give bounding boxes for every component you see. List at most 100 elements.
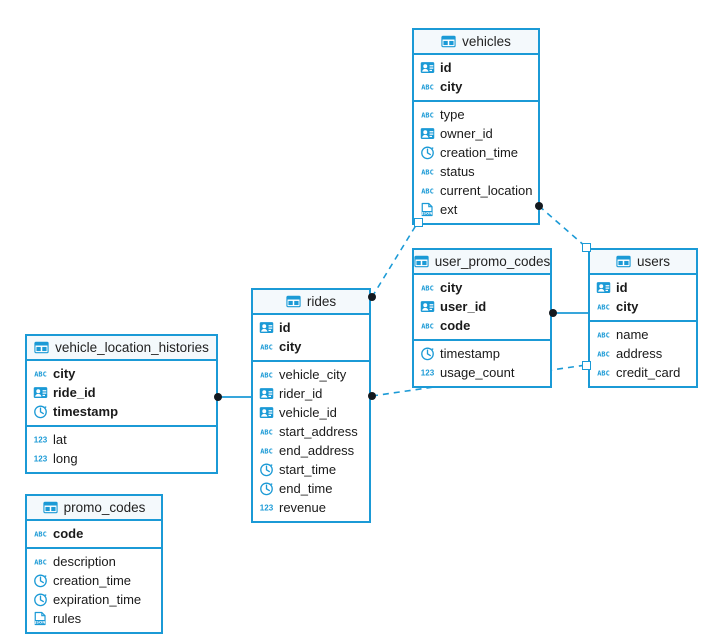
field-name: ride_id [53, 385, 96, 400]
field-name: lat [53, 432, 67, 447]
relationship-endpoint-dot-rel-rides-vehicles-source[interactable] [368, 293, 376, 301]
field-name: status [440, 164, 475, 179]
abc-text-icon: ABC [596, 299, 611, 314]
relationship-endpoint-dot-rel-vehicles-users-source[interactable] [535, 202, 543, 210]
field-name: id [616, 280, 628, 295]
field-row[interactable]: id [414, 58, 538, 77]
svg-text:ABC: ABC [597, 303, 610, 311]
relationship-endpoint-dot-rel-upc-users-source[interactable] [549, 309, 557, 317]
field-row[interactable]: id [253, 318, 369, 337]
field-row[interactable]: ABC vehicle_city [253, 365, 369, 384]
field-row[interactable]: id [590, 278, 696, 297]
abc-text-icon: ABC [420, 280, 435, 295]
123-number-icon: 123 [33, 451, 48, 466]
id-badge-icon [420, 299, 435, 314]
svg-text:ABC: ABC [34, 558, 47, 566]
field-name: city [440, 280, 463, 295]
relationship-endpoint-square-rel-rides-users-target[interactable] [581, 360, 591, 370]
field-row[interactable]: timestamp [27, 402, 216, 421]
field-name: creation_time [440, 145, 519, 160]
field-row[interactable]: owner_id [414, 124, 538, 143]
field-row[interactable]: ride_id [27, 383, 216, 402]
field-row[interactable]: ABC city [414, 278, 550, 297]
svg-text:ABC: ABC [260, 371, 273, 379]
field-name: revenue [279, 500, 326, 515]
field-name: owner_id [440, 126, 493, 141]
field-name: long [53, 451, 78, 466]
field-row[interactable]: expiration_time [27, 590, 161, 609]
table-header-users[interactable]: users [590, 250, 696, 275]
abc-text-icon: ABC [259, 424, 274, 439]
field-row[interactable]: user_id [414, 297, 550, 316]
relationship-endpoint-square-rel-vehicles-users-target[interactable] [581, 242, 591, 252]
id-badge-icon [420, 126, 435, 141]
field-row[interactable]: start_time [253, 460, 369, 479]
table-header-user_promo_codes[interactable]: user_promo_codes [414, 250, 550, 275]
field-row[interactable]: 123 long [27, 449, 216, 468]
id-badge-icon [259, 386, 274, 401]
field-row[interactable]: timestamp [414, 344, 550, 363]
field-row[interactable]: vehicle_id [253, 403, 369, 422]
table-header-vehicles[interactable]: vehicles [414, 30, 538, 55]
table-header-promo_codes[interactable]: promo_codes [27, 496, 161, 521]
abc-text-icon: ABC [420, 107, 435, 122]
abc-text-icon: ABC [259, 443, 274, 458]
field-name: user_id [440, 299, 487, 314]
relationship-endpoint-dot-rel-rides-users-source[interactable] [368, 392, 376, 400]
field-row[interactable]: creation_time [414, 143, 538, 162]
field-name: rider_id [279, 386, 323, 401]
abc-text-icon: ABC [420, 183, 435, 198]
relationship-endpoint-square-rel-rides-vehicles-target[interactable] [413, 217, 423, 227]
table-grid-icon [414, 254, 429, 269]
abc-text-icon: ABC [259, 339, 274, 354]
field-name: creation_time [53, 573, 132, 588]
field-row[interactable]: creation_time [27, 571, 161, 590]
relationship-line-rel-vehicles-users [538, 205, 587, 248]
table-header-rides[interactable]: rides [253, 290, 369, 315]
clock-icon [33, 573, 48, 588]
svg-text:ABC: ABC [421, 187, 434, 195]
json-document-icon: JSON [33, 611, 48, 626]
field-row[interactable]: rider_id [253, 384, 369, 403]
field-name: city [616, 299, 639, 314]
field-name: vehicle_city [279, 367, 347, 382]
clock-icon [259, 481, 274, 496]
field-name: city [53, 366, 76, 381]
table-header-vehicle_location_histories[interactable]: vehicle_location_histories [27, 336, 216, 361]
field-name: code [53, 526, 84, 541]
field-row[interactable]: ABC city [590, 297, 696, 316]
abc-text-icon: ABC [596, 365, 611, 380]
relationship-endpoint-dot-rel-vlh-rides-source[interactable] [214, 393, 222, 401]
field-row[interactable]: end_time [253, 479, 369, 498]
